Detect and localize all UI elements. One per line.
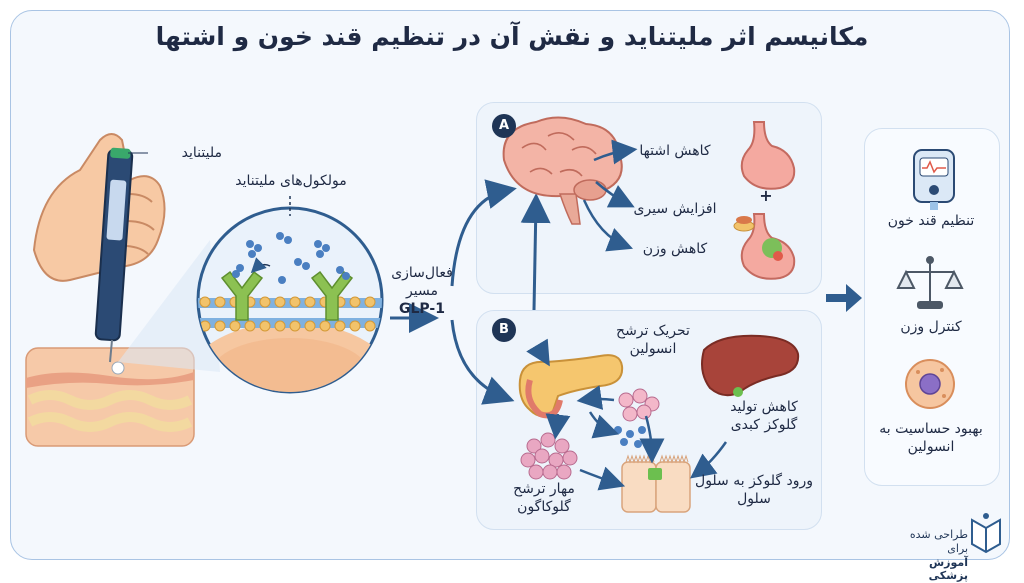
effect-weight: کاهش وزن xyxy=(632,240,718,258)
result-weight: کنترل وزن xyxy=(868,318,994,336)
glucose-meter-icon xyxy=(914,150,954,210)
results-arrow xyxy=(826,284,862,312)
footer-text: طراحی شده برای آموزش پزشکی xyxy=(902,528,968,583)
result-insulin-sensitivity: بهبود حساسیت به انسولین xyxy=(868,420,994,456)
pen-label: ملیتناید xyxy=(150,144,222,162)
panel-a-badge: A xyxy=(492,114,516,138)
liver-label: کاهش تولید گلوکز کبدی xyxy=(716,398,812,434)
molecules-label: مولکول‌های ملیتناید xyxy=(216,172,366,190)
alpha-cell-icon xyxy=(521,433,577,479)
effect-appetite: کاهش اشتها xyxy=(632,142,718,160)
gut-cell-icon xyxy=(622,456,690,512)
hand-icon xyxy=(34,134,165,281)
insulin-label: تحریک ترشح انسولین xyxy=(608,322,698,358)
beta-cell-icon xyxy=(619,389,659,421)
book-logo-icon xyxy=(972,513,1000,552)
brain-icon xyxy=(504,117,622,224)
glucagon-label: مهار ترشح گلوکاگون xyxy=(494,480,594,516)
food-icon xyxy=(734,216,754,231)
footer-line-2: آموزش پزشکی xyxy=(902,556,968,583)
effect-satiety: افزایش سیری xyxy=(632,200,718,218)
scale-icon xyxy=(898,257,962,308)
pancreas-icon xyxy=(520,355,622,416)
insulin-dots xyxy=(614,426,646,448)
footer-line-1: طراحی شده برای xyxy=(902,528,968,556)
result-blood-sugar: تنظیم قند خون xyxy=(868,212,994,230)
plus-sign: + xyxy=(756,186,776,207)
cell-icon xyxy=(906,360,954,408)
pathway-line-1: فعال‌سازی xyxy=(382,264,462,282)
cell-glucose-label: ورود گلوکز به سلول سلول xyxy=(694,472,814,508)
liver-icon xyxy=(702,336,798,397)
pathway-line-2: مسیر xyxy=(382,282,462,300)
pathway-line-3: GLP-1 xyxy=(382,300,462,318)
membrane-circle xyxy=(180,208,400,462)
panel-b-badge: B xyxy=(492,318,516,342)
